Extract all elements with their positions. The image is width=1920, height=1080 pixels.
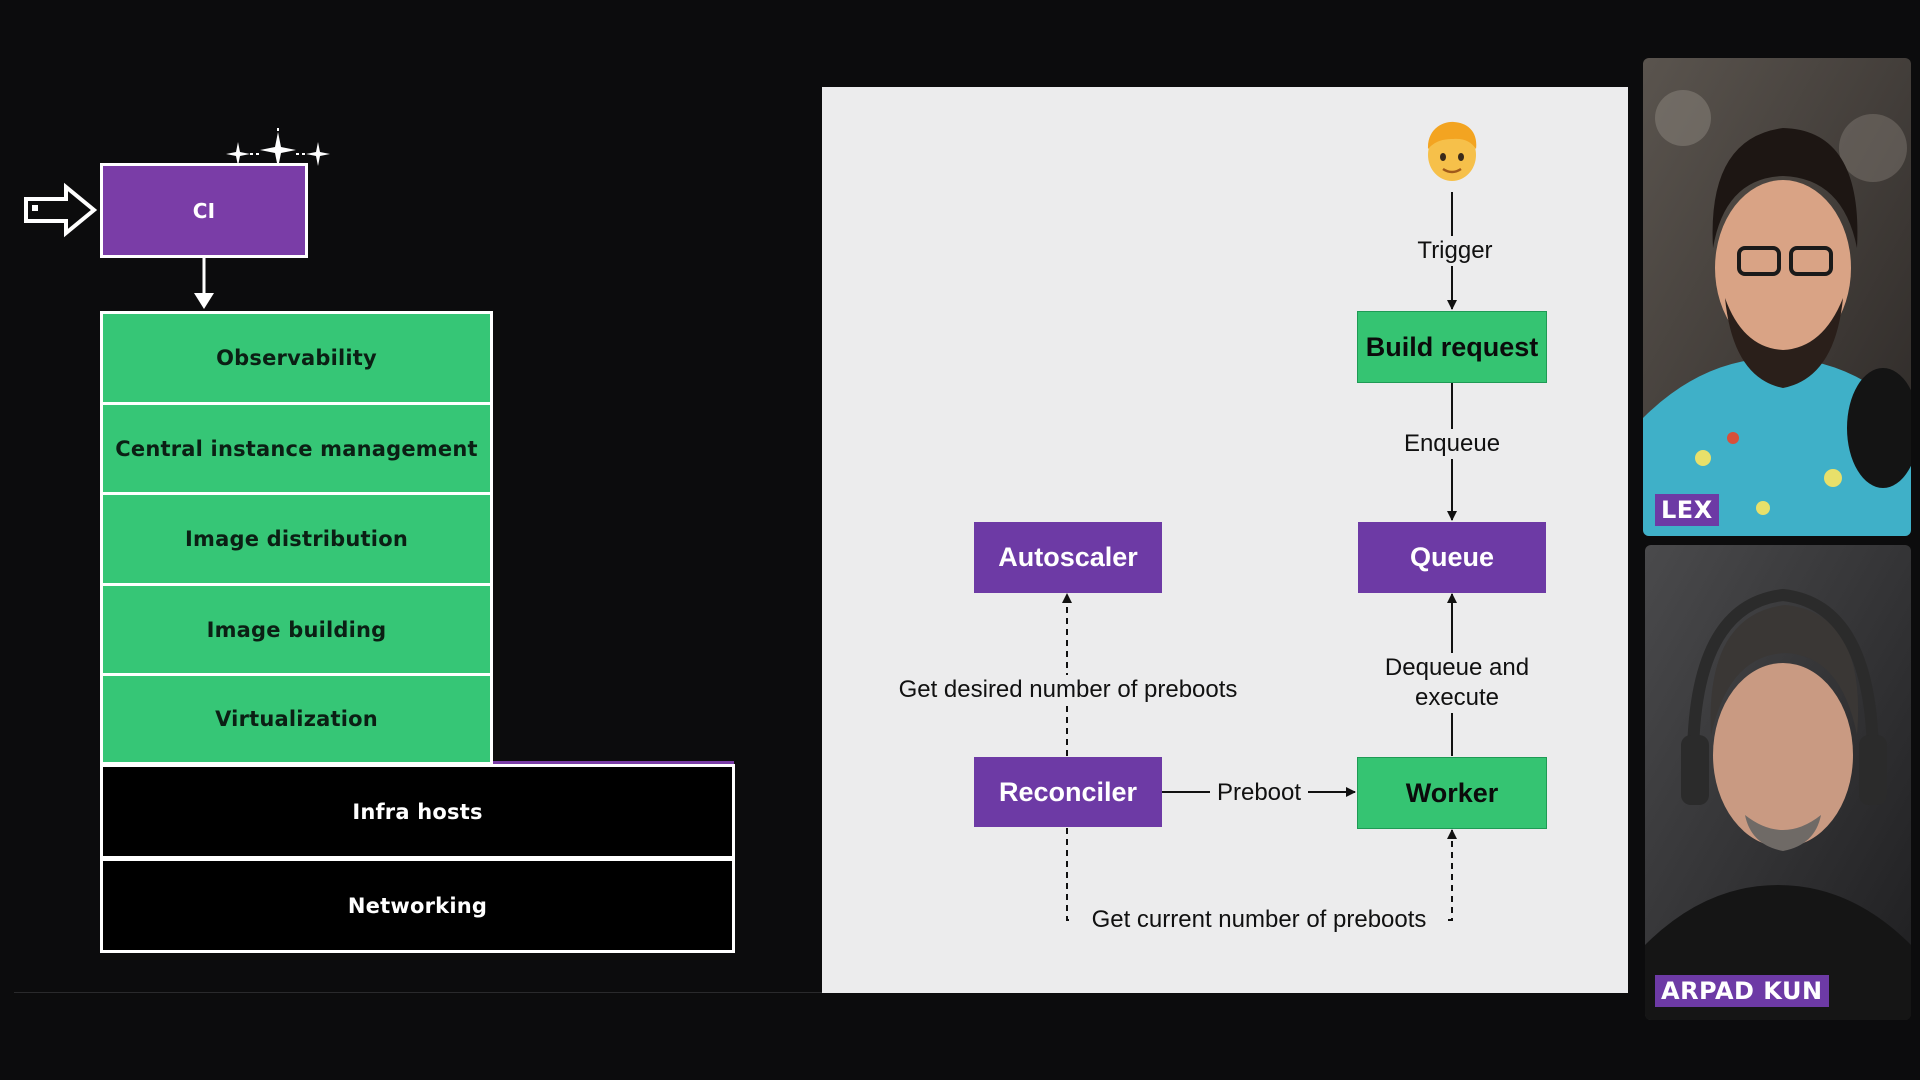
- participant-name-lex: LEX: [1655, 494, 1719, 526]
- layer-networking: Networking: [100, 858, 735, 953]
- layer-infra-hosts: Infra hosts: [100, 764, 735, 859]
- webcam-arpad: ARPAD KUN: [1645, 545, 1911, 1020]
- reconciler-node: Reconciler: [974, 757, 1162, 827]
- layer-virtualization: Virtualization: [100, 673, 493, 765]
- layer-label: Networking: [347, 893, 488, 918]
- build-request-node: Build request: [1357, 311, 1547, 383]
- layer-image-building: Image building: [100, 583, 493, 677]
- node-label: Worker: [1405, 777, 1499, 808]
- webcam-lex-video: [1643, 58, 1911, 536]
- flow-diagram-panel: Build request Queue Autoscaler Reconcile…: [822, 87, 1628, 993]
- layer-label: Virtualization: [215, 707, 378, 731]
- layer-central-instance-management: Central instance management: [100, 402, 493, 496]
- node-label: Reconciler: [998, 776, 1138, 807]
- autoscaler-node: Autoscaler: [974, 522, 1162, 593]
- edge-label-enqueue: Enqueue: [1397, 429, 1507, 459]
- node-label: Queue: [1409, 542, 1495, 572]
- layer-observability: Observability: [100, 311, 493, 405]
- ci-label: CI: [192, 198, 216, 223]
- stack-step-line: [490, 761, 734, 764]
- layer-label: Image distribution: [185, 527, 408, 551]
- layer-label: Central instance management: [115, 437, 478, 461]
- worker-node: Worker: [1357, 757, 1547, 829]
- edge-label-preboot: Preboot: [1210, 778, 1308, 808]
- layer-label: Image building: [206, 618, 387, 642]
- node-label: Build request: [1365, 331, 1539, 362]
- bottom-divider: [14, 992, 822, 993]
- edge-label-dequeue: Dequeue and execute: [1382, 653, 1532, 713]
- queue-node: Queue: [1358, 522, 1546, 593]
- person-emoji-icon: [1427, 121, 1477, 181]
- ci-box: CI: [100, 163, 308, 258]
- edge-label-trigger: Trigger: [1405, 236, 1505, 266]
- edge-label-current: Get current number of preboots: [1074, 905, 1444, 935]
- layer-image-distribution: Image distribution: [100, 492, 493, 586]
- participant-name-arpad: ARPAD KUN: [1655, 975, 1829, 1007]
- webcam-lex: LEX: [1643, 58, 1911, 536]
- layer-label: Observability: [216, 346, 377, 370]
- ci-down-arrow: [194, 257, 214, 309]
- webcam-arpad-video: [1645, 545, 1911, 1020]
- pointer-arrow-icon: [24, 182, 98, 238]
- edge-label-desired: Get desired number of preboots: [882, 675, 1254, 705]
- layer-label: Infra hosts: [352, 799, 483, 824]
- node-label: Autoscaler: [998, 542, 1138, 572]
